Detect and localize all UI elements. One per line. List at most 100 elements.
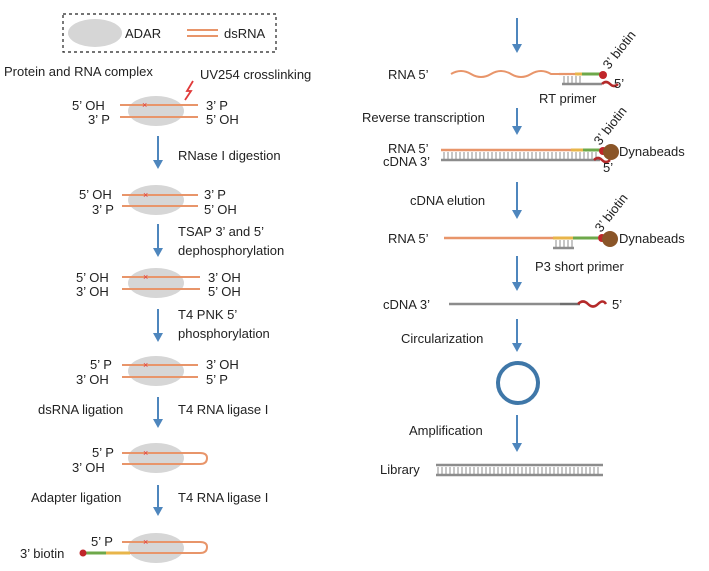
arrow-p3-primer <box>512 256 522 291</box>
arrow-rnase-digestion <box>153 136 163 169</box>
biotin-label: 3’ biotin <box>592 191 631 235</box>
five-prime-label: 5’ <box>603 160 613 175</box>
arrow-reverse-transcription <box>512 108 522 135</box>
circularization-label: Circularization <box>401 331 483 346</box>
base-pair-ticks <box>555 240 573 247</box>
dynabeads-label: Dynabeads <box>619 144 685 159</box>
duplex-ticks <box>443 152 597 159</box>
dsrna-ligation-label: dsRNA ligation <box>38 402 123 417</box>
hairpin-strand <box>122 541 209 554</box>
legend: ADAR dsRNA <box>62 13 277 53</box>
adar-ellipse <box>128 268 184 298</box>
p3-short-primer-label: P3 short primer <box>535 259 625 274</box>
pnk-label: T4 PNK 5’ <box>178 307 237 322</box>
tsap-label: TSAP 3’ and 5’ <box>178 224 264 239</box>
top-right-end: 3’ OH <box>208 270 241 285</box>
five-prime-label: 5’ <box>614 76 624 91</box>
crosslink-mark: × <box>143 360 148 370</box>
bottom-right-end: 5’ OH <box>204 202 237 217</box>
crosslink-mark: × <box>142 100 147 110</box>
top-left-end: 5’ OH <box>79 187 112 202</box>
wavy-tail <box>593 156 611 164</box>
top-left-end: 5’ P <box>90 357 112 372</box>
crosslink-mark: × <box>143 448 148 458</box>
biotin-label: 3’ biotin <box>591 104 630 148</box>
ligase-label-2: T4 RNA ligase I <box>178 490 268 505</box>
top-left-end: 5’ OH <box>76 270 109 285</box>
library-ticks <box>437 467 599 474</box>
top-left-end: 5’ P <box>92 445 114 460</box>
adar-ellipse <box>128 443 184 473</box>
adar-ellipse <box>128 356 184 386</box>
rna5-label: RNA 5’ <box>388 231 429 246</box>
library-label: Library <box>380 462 420 477</box>
adapter-ligation-label: Adapter ligation <box>31 490 121 505</box>
biotin-end-label: 3’ biotin <box>20 546 64 561</box>
bottom-left-end: 3’ OH <box>76 284 109 299</box>
arrow-tsap <box>153 224 163 257</box>
legend-adar-label: ADAR <box>125 26 161 41</box>
top-right-end: 3’ P <box>206 98 228 113</box>
bottom-left-end: 3’ P <box>88 112 110 127</box>
rna-rt-primer-row: RNA 5’ 3’ biotin 5’ RT primer <box>388 28 639 106</box>
adar-ellipse <box>128 96 184 126</box>
circular-cdna-icon <box>496 361 540 405</box>
complex-step-5: × 5’ P 3’ OH <box>72 443 209 475</box>
biotin-dot <box>79 549 87 557</box>
bottom-right-end: 5’ P <box>206 372 228 387</box>
complex-step-6: × 5’ P 3’ biotin <box>20 533 209 563</box>
rna5-label: RNA 5’ <box>388 141 429 156</box>
base-pair-ticks <box>563 76 581 83</box>
bottom-right-end: 5’ OH <box>208 284 241 299</box>
wavy-tail <box>577 300 608 308</box>
arrow-dsrna-ligation <box>153 397 163 428</box>
rnase-label: RNase I digestion <box>178 148 281 163</box>
cdna-row: cDNA 3’ 5’ <box>383 297 622 312</box>
dynabead <box>602 231 618 247</box>
crosslink-mark: × <box>143 272 148 282</box>
arrow-circularization <box>512 319 522 352</box>
hairpin-strand <box>122 452 209 465</box>
pnk-label-2: phosphorylation <box>178 326 270 341</box>
top-left-end: 5’ OH <box>72 98 105 113</box>
arrow-adapter-ligation <box>153 485 163 516</box>
adar-ellipse <box>128 533 184 563</box>
legend-box <box>62 13 277 53</box>
complex-step-1: × 5’ OH 3’ P 3’ P 5’ OH <box>72 96 239 127</box>
crosslink-mark: × <box>143 537 148 547</box>
crosslink-mark: × <box>143 190 148 200</box>
lightning-icon <box>184 80 194 101</box>
ligase-label-1: T4 RNA ligase I <box>178 402 268 417</box>
complex-step-3: × 5’ OH 3’ OH 3’ OH 5’ OH <box>76 268 241 299</box>
rna5-label: RNA 5’ <box>388 67 429 82</box>
five-prime-label: 5’ <box>612 297 622 312</box>
arrow-cdna-elution <box>512 182 522 219</box>
protein-rna-complex-label: Protein and RNA complex <box>4 64 153 79</box>
legend-adar-ellipse <box>68 19 122 47</box>
biotin-label: 3’ biotin <box>600 28 639 72</box>
bottom-left-end: 3’ OH <box>76 372 109 387</box>
top-right-end: 3’ OH <box>206 357 239 372</box>
dynabead <box>603 144 619 160</box>
cdna3-label: cDNA 3’ <box>383 297 430 312</box>
dynabeads-label: Dynabeads <box>619 231 685 246</box>
top-right-end: 3’ P <box>204 187 226 202</box>
uv-crosslinking-label: UV254 crosslinking <box>200 67 311 82</box>
arrow-top <box>512 18 522 53</box>
arrow-pnk <box>153 309 163 342</box>
reverse-transcription-label: Reverse transcription <box>362 110 485 125</box>
tsap-label-2: dephosphorylation <box>178 243 284 258</box>
arrow-amplification <box>512 415 522 452</box>
wavy-tail <box>601 80 619 88</box>
biotin-dot <box>599 71 607 79</box>
bottom-left-end: 3’ P <box>92 202 114 217</box>
library-row: Library <box>380 462 603 477</box>
rt-primer-label: RT primer <box>539 91 597 106</box>
cdna-elution-label: cDNA elution <box>410 193 485 208</box>
rna-wavy <box>450 70 559 78</box>
amplification-label: Amplification <box>409 423 483 438</box>
cdna3-label: cDNA 3’ <box>383 154 430 169</box>
legend-dsrna-label: dsRNA <box>224 26 266 41</box>
complex-step-4: × 5’ P 3’ OH 3’ OH 5’ P <box>76 356 239 387</box>
